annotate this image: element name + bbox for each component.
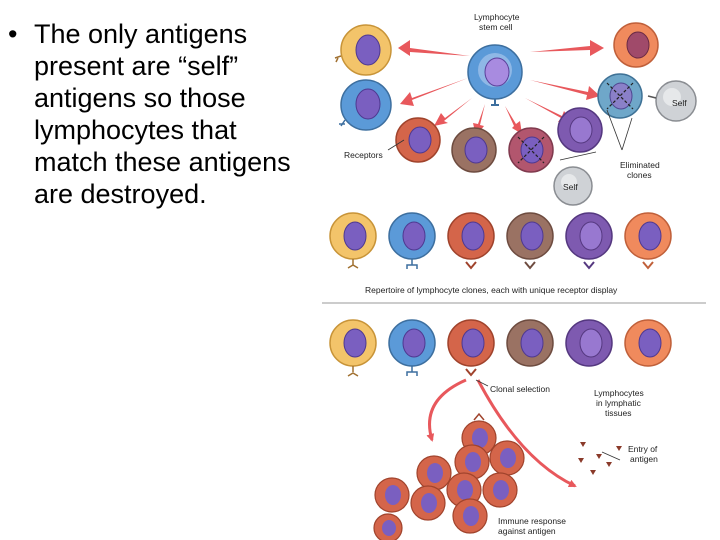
right-blue-eliminated-cell bbox=[597, 73, 643, 119]
bullet-text: The only antigens present are “self” ant… bbox=[34, 18, 291, 210]
proliferated-clones bbox=[373, 412, 525, 540]
immune-response-label-line-2: against antigen bbox=[498, 526, 556, 536]
upper-maroon-eliminated-cell bbox=[508, 127, 554, 173]
repertoire-purple-cell bbox=[565, 212, 613, 270]
lower-yellow-cell bbox=[329, 319, 377, 377]
lymphatic-label-line-2: in lymphatic bbox=[596, 398, 642, 408]
arrow-to-right-blue-cell bbox=[530, 80, 600, 100]
top-left-yellow-cell bbox=[334, 24, 392, 76]
stem-cell-label-line-2: stem cell bbox=[479, 22, 513, 32]
lower-purple-cell bbox=[565, 319, 613, 367]
bullet-line-4: lymphocytes that bbox=[34, 115, 237, 145]
lymphatic-label-line-1: Lymphocytes bbox=[594, 388, 644, 398]
self-label-2: Self bbox=[563, 182, 578, 192]
clonal-selection-arrows bbox=[426, 378, 621, 488]
clonal-selection-label: Clonal selection bbox=[490, 384, 550, 394]
upper-purple-cell bbox=[557, 107, 603, 153]
antigen-entry-label-line-1: Entry of bbox=[628, 444, 658, 454]
self-antigen-cell-2 bbox=[553, 166, 593, 206]
clone-cell bbox=[489, 440, 525, 476]
repertoire-label: Repertoire of lymphocyte clones, each wi… bbox=[365, 285, 618, 295]
bullet-marker: • bbox=[8, 19, 18, 49]
repertoire-yellow-cell bbox=[329, 212, 377, 269]
left-blue-cell bbox=[339, 79, 392, 131]
upper-red-cell bbox=[395, 117, 441, 163]
lower-blue-cell bbox=[388, 319, 436, 376]
arrow-to-top-left-cell bbox=[398, 40, 470, 56]
arrow-to-maroon-cell bbox=[505, 106, 522, 134]
repertoire-orange-cell bbox=[624, 212, 672, 270]
clone-cell bbox=[410, 485, 446, 521]
arrow-to-left-blue-cell bbox=[400, 78, 468, 106]
lymphatic-label-line-3: tissues bbox=[605, 408, 631, 418]
eliminated-label-line-1: Eliminated bbox=[620, 160, 660, 170]
bullet-line-6: are destroyed. bbox=[34, 179, 207, 209]
bullet-line-1: The only antigens bbox=[34, 19, 248, 49]
arrow-to-top-right-cell bbox=[530, 40, 604, 56]
bullet-line-2: present are “self” bbox=[34, 51, 239, 81]
lower-red-selected-cell bbox=[447, 319, 495, 377]
repertoire-red-cell bbox=[447, 212, 495, 270]
label-pointer-lines bbox=[387, 109, 633, 161]
lymphocyte-stem-cell bbox=[467, 44, 523, 106]
arrow-to-red-cell bbox=[434, 98, 472, 126]
self-label-1: Self bbox=[672, 98, 687, 108]
bullet-line-5: match these antigens bbox=[34, 147, 291, 177]
eliminated-label-line-2: clones bbox=[627, 170, 652, 180]
antigen-entry-label-line-2: antigen bbox=[630, 454, 658, 464]
bullet-line-3: antigens so those bbox=[34, 83, 246, 113]
clone-cell bbox=[482, 472, 518, 508]
clone-cell bbox=[416, 455, 452, 491]
arrow-to-purple-cell bbox=[525, 98, 572, 122]
clone-cell bbox=[373, 513, 403, 540]
self-antigen-cell-1 bbox=[647, 80, 697, 122]
repertoire-row bbox=[329, 212, 672, 270]
lymphatic-row bbox=[329, 319, 672, 377]
upper-brown-cell bbox=[451, 127, 497, 173]
clone-cell bbox=[374, 477, 410, 513]
repertoire-blue-cell bbox=[388, 212, 436, 269]
repertoire-brown-cell bbox=[506, 212, 554, 270]
antigen-particles bbox=[578, 442, 622, 475]
lower-brown-cell bbox=[506, 319, 554, 367]
clone-cell bbox=[446, 472, 482, 508]
clone-cell bbox=[452, 498, 488, 534]
stem-cell-label-line-1: Lymphocyte bbox=[474, 12, 520, 22]
top-right-orange-cell bbox=[613, 22, 659, 68]
lower-orange-cell bbox=[624, 319, 672, 367]
receptors-label: Receptors bbox=[344, 150, 383, 160]
immune-response-label-line-1: Immune response bbox=[498, 516, 566, 526]
